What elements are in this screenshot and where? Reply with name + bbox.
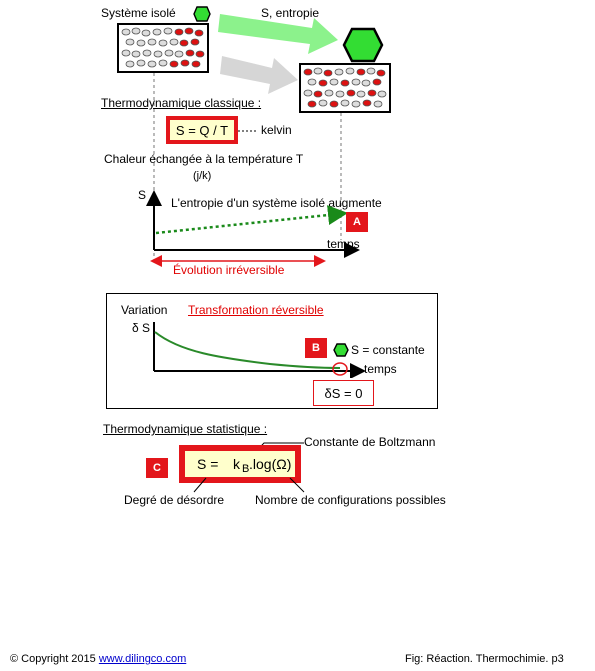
entropy-label: S, entropie bbox=[261, 6, 320, 20]
formula-log: .log(Ω) bbox=[249, 456, 292, 472]
initial-state-box bbox=[117, 23, 209, 73]
classical-caption: Chaleur échangée à la température T bbox=[104, 152, 304, 166]
classical-formula-frame: S = Q / T bbox=[166, 116, 238, 144]
entropy-axis-label: S bbox=[138, 188, 147, 202]
unit-leader-line bbox=[238, 130, 258, 132]
final-state-box bbox=[299, 63, 391, 113]
copyright-text: Copyright 2015 bbox=[21, 653, 96, 665]
reversible-title: Transformation réversible bbox=[188, 303, 324, 317]
variation-decay-curve bbox=[154, 331, 341, 369]
footer-link[interactable]: www.dilingco.com bbox=[98, 653, 187, 665]
large-hexagon-icon bbox=[342, 27, 384, 63]
statistical-formula-frame: S = k B .log(Ω) bbox=[179, 445, 301, 483]
badge-a: A bbox=[346, 212, 368, 232]
configurations-label: Nombre de configurations possibles bbox=[255, 493, 446, 507]
figure-reference: Fig: Réaction. Thermochimie. p3 bbox=[405, 653, 564, 665]
unit-label: kelvin bbox=[261, 123, 292, 137]
statistical-formula: S = k B .log(Ω) bbox=[185, 451, 295, 477]
classical-formula: S = Q / T bbox=[170, 120, 234, 140]
classical-caption-unit: (j/k) bbox=[193, 170, 212, 182]
formula-k-subscript: B bbox=[242, 463, 250, 475]
reversible-panel bbox=[106, 293, 438, 409]
footer-copyright: © Copyright 2015 www.dilingco.com bbox=[10, 653, 186, 665]
badge-c: C bbox=[146, 458, 168, 478]
statistical-title: Thermodynamique statistique : bbox=[103, 422, 268, 436]
constant-label: S = constante bbox=[351, 343, 425, 357]
copyright-icon: © bbox=[10, 653, 19, 665]
variation-label: Variation bbox=[121, 303, 168, 317]
transition-arrows bbox=[218, 14, 338, 94]
constant-hexagon-icon bbox=[333, 343, 349, 357]
equilibrium-circle bbox=[332, 362, 348, 376]
entropy-increase-chart bbox=[146, 190, 360, 267]
entropy-trend-line bbox=[155, 205, 348, 235]
formula-k: k bbox=[233, 456, 240, 472]
disorder-label: Degré de désordre bbox=[124, 493, 225, 507]
boltzmann-label: Constante de Boltzmann bbox=[304, 435, 436, 449]
reversible-chart bbox=[153, 322, 366, 378]
irreversible-label: Évolution irréversible bbox=[173, 263, 285, 277]
entropy-time-label: temps bbox=[327, 237, 360, 251]
formula-leaders bbox=[193, 477, 305, 493]
small-hexagon-icon bbox=[193, 6, 211, 22]
delta-s-label: δ S bbox=[132, 321, 151, 335]
classical-title: Thermodynamique classique : bbox=[101, 96, 262, 110]
formula-s: S = bbox=[197, 456, 219, 472]
isolated-system-label: Système isolé bbox=[101, 6, 176, 20]
reversible-time-label: temps bbox=[364, 362, 397, 376]
guide-lines bbox=[153, 73, 342, 260]
delta-zero-box: δS = 0 bbox=[313, 380, 374, 406]
badge-b: B bbox=[305, 338, 327, 358]
